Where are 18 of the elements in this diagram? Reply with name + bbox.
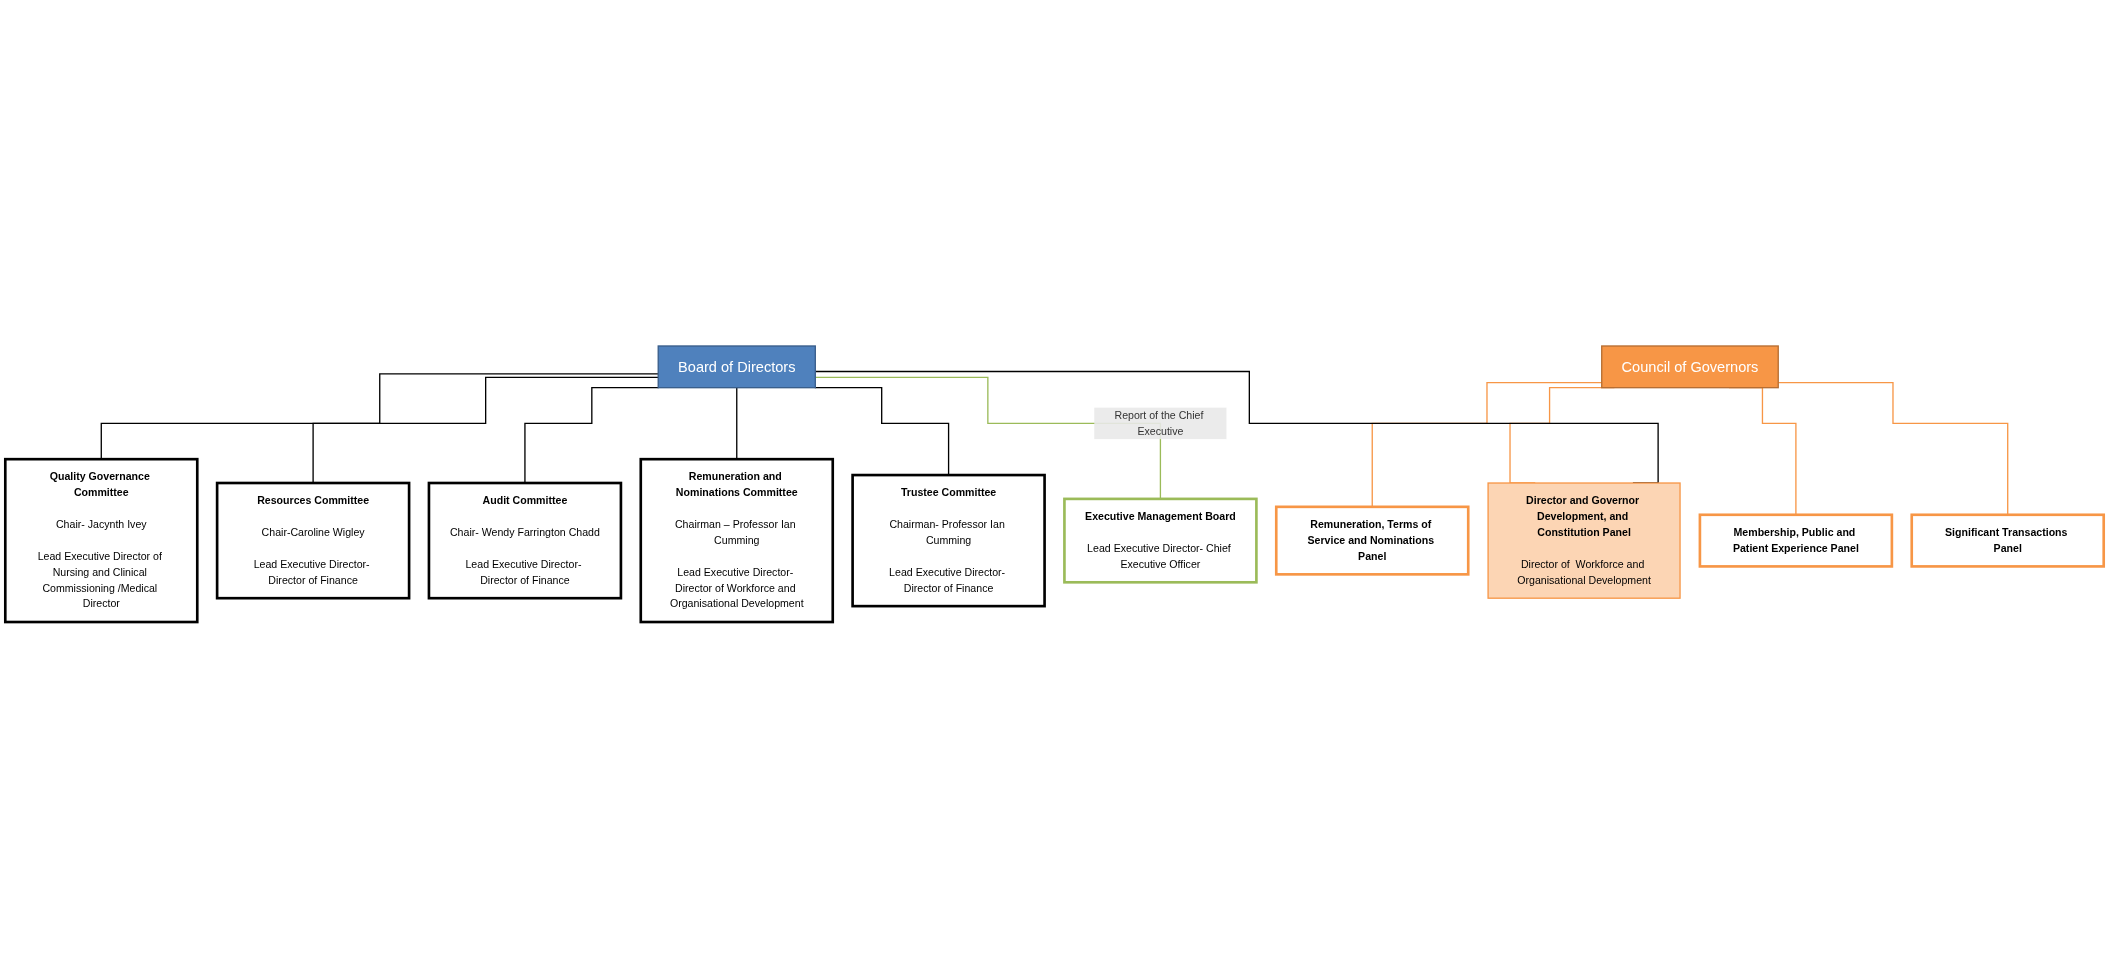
node-box: Executive Management Board Lead Executive Director- Chief Executive Officer — [1063, 497, 1258, 584]
node-box: Audit Committee Chair- Wendy Farrington Chadd Lead Executive Director- Director of Finance — [427, 481, 623, 600]
node-box: Council of Governors — [1601, 345, 1779, 389]
edge-label: Report of the Chief Executive — [1114, 409, 1204, 437]
node-box: Quality Governance Committee Chair- Jacynth Ivey Lead Executive Director of Nursing and Clinical Commissioning /Medical Director — [3, 457, 199, 624]
connector — [524, 387, 660, 484]
node-box: Resources Committee Chair-Caroline Wigley Lead Executive Director- Director of Finance — [215, 481, 411, 600]
node-box: Trustee Committee Chairman- Professor Ian Cumming Lead Executive Director- Director of Finance — [851, 473, 1046, 608]
node-box: Remuneration and Nominations Committee Chairman – Professor Ian Cumming Lead Executive Director- Director of Workforce and Organisational Development — [639, 457, 835, 624]
node-box: Remuneration, Terms of Service and Nominations Panel — [1274, 505, 1470, 576]
connector — [814, 387, 950, 476]
node-box: Significant Transactions Panel — [1910, 513, 2106, 568]
node-box: Board of Directors — [657, 345, 816, 389]
connector — [100, 373, 659, 460]
node-box: Membership, Public and Patient Experience Panel — [1698, 513, 1894, 568]
node-box: Director and Governor Development, and Constitution Panel Director of Workforce and Organisational Development — [1487, 482, 1681, 599]
connector — [312, 376, 659, 484]
connector — [736, 387, 738, 460]
